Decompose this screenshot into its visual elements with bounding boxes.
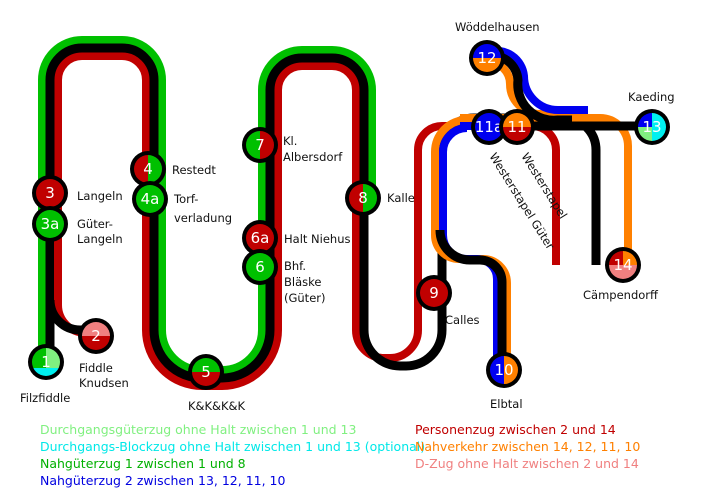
station-label-12: Wöddelhausen bbox=[455, 20, 540, 34]
station-label-7-a: Kl. bbox=[283, 134, 297, 148]
station-number: 5 bbox=[201, 363, 211, 381]
station-3[interactable]: 3 bbox=[32, 175, 68, 211]
station-label-5: K&K&K&K bbox=[188, 399, 246, 413]
station-number: 11a bbox=[475, 118, 503, 136]
legend-left: Durchgangsgüterzug ohne Halt zwischen 1 … bbox=[40, 421, 425, 489]
station-number: 6a bbox=[251, 229, 270, 247]
station-10[interactable]: 10 bbox=[486, 352, 522, 388]
station-label-4a-b: verladung bbox=[174, 211, 232, 225]
station-number: 11 bbox=[507, 118, 526, 136]
legend-right: Personenzug zwischen 2 und 14 Nahverkehr… bbox=[415, 421, 640, 472]
station-number: 3a bbox=[41, 215, 60, 233]
station-label-6-a: Bhf. bbox=[284, 259, 306, 273]
station-number: 3 bbox=[45, 184, 55, 202]
station-label-9: Calles bbox=[445, 313, 480, 327]
station-6a[interactable]: 6a bbox=[242, 220, 278, 256]
station-label-3a-a: Güter- bbox=[77, 217, 113, 231]
station-4[interactable]: 4 bbox=[130, 151, 166, 187]
station-number: 7 bbox=[255, 136, 265, 154]
station-number: 4 bbox=[143, 160, 153, 178]
station-label-2a: Fiddle bbox=[79, 361, 113, 375]
station-label-4a-a: Torf- bbox=[173, 192, 198, 206]
line-personenzug bbox=[54, 52, 560, 390]
station-1[interactable]: 1 bbox=[28, 344, 64, 380]
station-11a[interactable]: 11a bbox=[471, 109, 507, 145]
station-14[interactable]: 14 bbox=[605, 247, 641, 283]
station-number: 1 bbox=[41, 353, 51, 371]
legend-item-personenzug: Personenzug zwischen 2 und 14 bbox=[415, 422, 616, 437]
station-number: 12 bbox=[477, 49, 496, 67]
station-label-6-b: Bläske bbox=[284, 275, 321, 289]
station-label-13: Kaeding bbox=[628, 90, 675, 104]
station-11[interactable]: 11 bbox=[499, 109, 535, 145]
station-4a[interactable]: 4a bbox=[132, 181, 168, 217]
station-12[interactable]: 12 bbox=[469, 40, 505, 76]
station-number: 8 bbox=[358, 189, 368, 207]
station-label-3: Langeln bbox=[77, 189, 123, 203]
station-number: 6 bbox=[255, 258, 265, 276]
track-spur-2-red bbox=[54, 190, 96, 337]
track-branch-elbtal bbox=[435, 229, 507, 368]
station-number: 9 bbox=[429, 284, 439, 302]
station-label-6a: Halt Niehus bbox=[284, 232, 351, 246]
station-label-7-b: Albersdorf bbox=[283, 150, 343, 164]
legend-item-durchgang-blockzug: Durchgangs-Blockzug ohne Halt zwischen 1… bbox=[40, 439, 426, 454]
station-label-8: Kalle bbox=[387, 191, 415, 205]
station-13[interactable]: 13 bbox=[634, 109, 670, 145]
track-spur-2 bbox=[45, 299, 96, 335]
station-5[interactable]: 5 bbox=[188, 354, 224, 390]
legend-item-nahgueterzug2: Nahgüterzug 2 zwischen 13, 12, 11, 10 bbox=[40, 473, 286, 488]
station-number: 2 bbox=[91, 327, 101, 345]
station-number: 13 bbox=[642, 118, 661, 136]
legend-item-nahgueterzug1: Nahgüterzug 1 zwischen 1 und 8 bbox=[40, 456, 246, 471]
station-label-4: Restedt bbox=[172, 163, 216, 177]
station-label-10: Elbtal bbox=[490, 397, 523, 411]
station-number: 4a bbox=[141, 190, 160, 208]
station-3a[interactable]: 3a bbox=[32, 206, 68, 242]
station-9[interactable]: 9 bbox=[416, 275, 452, 311]
station-label-3a-b: Langeln bbox=[77, 232, 123, 246]
legend-item-d-zug: D-Zug ohne Halt zwischen 2 und 14 bbox=[415, 456, 639, 471]
station-7[interactable]: 7 bbox=[242, 127, 278, 163]
station-6[interactable]: 6 bbox=[242, 249, 278, 285]
legend-item-durchgang-gueterzug: Durchgangsgüterzug ohne Halt zwischen 1 … bbox=[40, 422, 357, 437]
station-2[interactable]: 2 bbox=[78, 318, 114, 354]
legend-item-nahverkehr: Nahverkehr zwischen 14, 12, 11, 10 bbox=[415, 439, 641, 454]
station-8[interactable]: 8 bbox=[345, 180, 381, 216]
station-number: 10 bbox=[494, 361, 513, 379]
station-label-2b: Knudsen bbox=[79, 376, 129, 390]
station-label-14: Cämpendorff bbox=[583, 288, 659, 302]
station-label-1: Filzfiddle bbox=[20, 391, 70, 405]
station-label-6-c: (Güter) bbox=[284, 291, 326, 305]
station-number: 14 bbox=[613, 256, 632, 274]
